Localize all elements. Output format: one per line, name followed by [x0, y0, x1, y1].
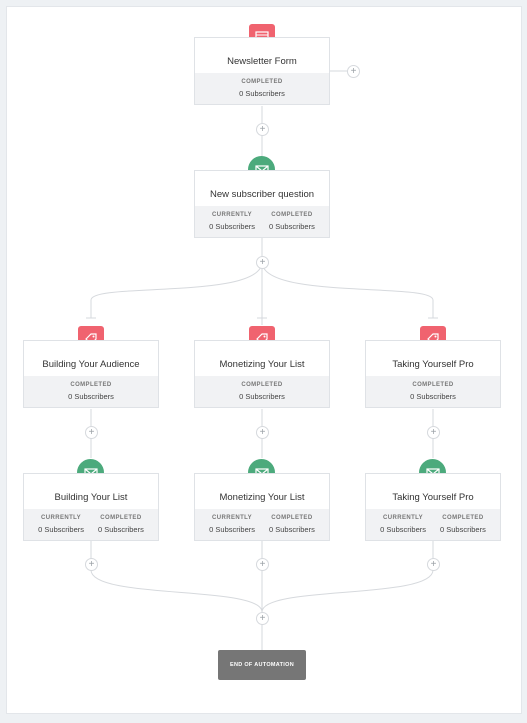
- add-step-button[interactable]: +: [347, 65, 360, 78]
- node-title: Monetizing Your List: [219, 359, 305, 370]
- currently-value: 0 Subscribers: [38, 525, 84, 534]
- currently-value: 0 Subscribers: [209, 525, 255, 534]
- add-step-button[interactable]: +: [427, 426, 440, 439]
- newsletter-form-node[interactable]: Newsletter Form COMPLETED 0 Subscribers: [194, 37, 330, 105]
- monetizing-your-list-email-node[interactable]: Monetizing Your List CURRENTLY 0 Subscrib…: [194, 473, 330, 541]
- add-step-button[interactable]: +: [256, 612, 269, 625]
- node-title: Taking Yourself Pro: [392, 359, 474, 370]
- node-title: Monetizing Your List: [219, 492, 305, 503]
- completed-value: 0 Subscribers: [239, 392, 285, 401]
- building-your-list-node[interactable]: Building Your List CURRENTLY 0 Subscriber…: [23, 473, 159, 541]
- completed-label: COMPLETED: [241, 79, 283, 85]
- completed-label: COMPLETED: [100, 515, 142, 521]
- add-step-button[interactable]: +: [256, 558, 269, 571]
- taking-yourself-pro-email-node[interactable]: Taking Yourself Pro CURRENTLY 0 Subscribe…: [365, 473, 501, 541]
- node-title: Building Your Audience: [42, 359, 140, 370]
- add-step-button[interactable]: +: [85, 558, 98, 571]
- node-title: Building Your List: [54, 492, 128, 503]
- add-step-button[interactable]: +: [427, 558, 440, 571]
- node-title: Taking Yourself Pro: [392, 492, 474, 503]
- currently-label: CURRENTLY: [212, 515, 253, 521]
- completed-value: 0 Subscribers: [410, 392, 456, 401]
- currently-label: CURRENTLY: [41, 515, 82, 521]
- completed-label: COMPLETED: [442, 515, 484, 521]
- taking-yourself-pro-tag-node[interactable]: Taking Yourself Pro COMPLETED 0 Subscribe…: [365, 340, 501, 408]
- end-of-automation-button[interactable]: END OF AUTOMATION: [218, 650, 306, 680]
- node-title: Newsletter Form: [227, 56, 297, 67]
- completed-value: 0 Subscribers: [440, 525, 486, 534]
- currently-label: CURRENTLY: [383, 515, 424, 521]
- currently-label: CURRENTLY: [212, 212, 253, 218]
- add-step-button[interactable]: +: [256, 256, 269, 269]
- currently-value: 0 Subscribers: [209, 222, 255, 231]
- node-title: New subscriber question: [209, 189, 315, 200]
- building-your-audience-node[interactable]: Building Your Audience COMPLETED 0 Subscr…: [23, 340, 159, 408]
- monetizing-your-list-tag-node[interactable]: Monetizing Your List COMPLETED 0 Subscrib…: [194, 340, 330, 408]
- completed-value: 0 Subscribers: [68, 392, 114, 401]
- add-step-button[interactable]: +: [256, 426, 269, 439]
- completed-value: 0 Subscribers: [98, 525, 144, 534]
- completed-label: COMPLETED: [412, 382, 454, 388]
- completed-value: 0 Subscribers: [239, 89, 285, 98]
- completed-label: COMPLETED: [271, 212, 313, 218]
- new-subscriber-question-node[interactable]: New subscriber question CURRENTLY 0 Subsc…: [194, 170, 330, 238]
- completed-label: COMPLETED: [271, 515, 313, 521]
- add-step-button[interactable]: +: [85, 426, 98, 439]
- completed-label: COMPLETED: [241, 382, 283, 388]
- add-step-button[interactable]: +: [256, 123, 269, 136]
- currently-value: 0 Subscribers: [380, 525, 426, 534]
- completed-value: 0 Subscribers: [269, 222, 315, 231]
- completed-label: COMPLETED: [70, 382, 112, 388]
- completed-value: 0 Subscribers: [269, 525, 315, 534]
